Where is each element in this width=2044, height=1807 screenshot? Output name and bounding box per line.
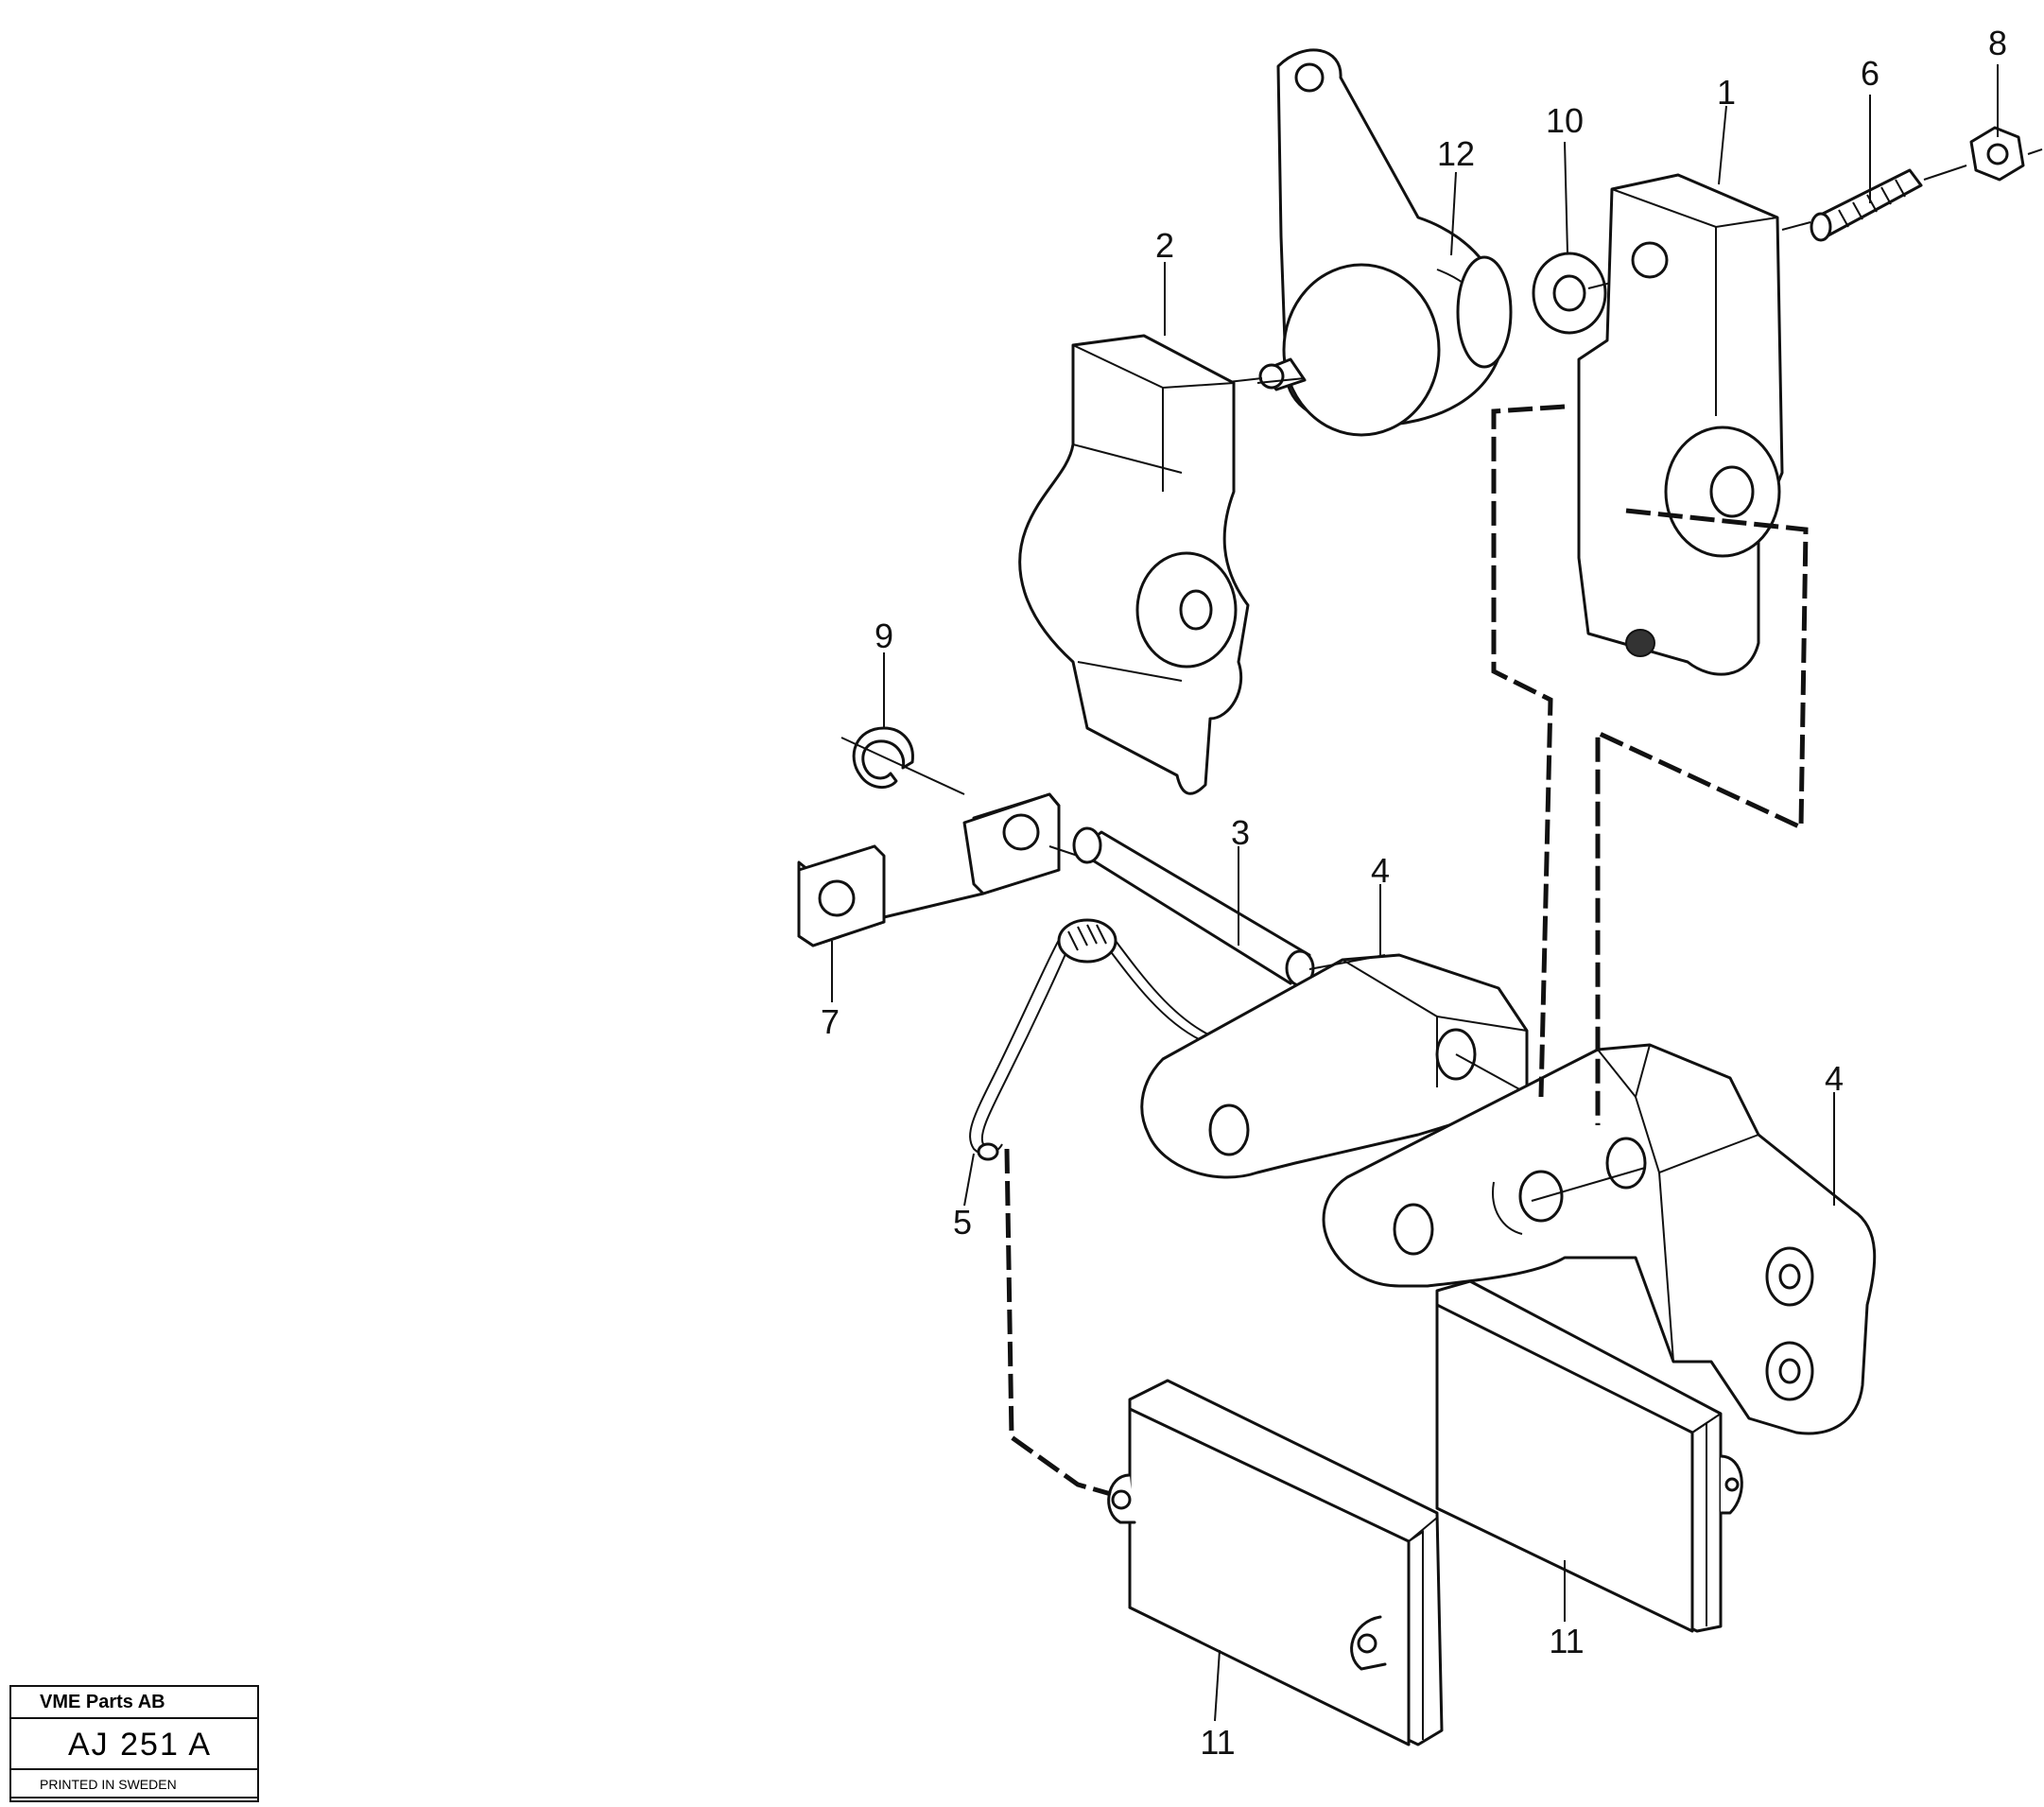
callout-8: 8 — [1988, 24, 2007, 62]
part-4-bracket-right — [1322, 1043, 1877, 1435]
part-11-pad-left — [1107, 1379, 1444, 1746]
title-block: VME Parts AB AJ 251 A PRINTED IN SWEDEN — [9, 1685, 259, 1802]
part-6-stud — [1810, 168, 1923, 242]
callout-9: 9 — [875, 617, 893, 655]
callout-12: 12 — [1437, 134, 1475, 173]
part-5-spring — [969, 918, 1211, 1161]
callout-1: 1 — [1717, 73, 1736, 112]
part-3-pin — [1072, 826, 1315, 987]
drawing-number: AJ 251 A — [11, 1719, 257, 1770]
part-2-block — [1018, 334, 1250, 795]
callout-5: 5 — [953, 1203, 972, 1242]
part-10-washer — [1532, 252, 1607, 335]
part-4-link-left — [1140, 953, 1529, 1179]
print-note: PRINTED IN SWEDEN — [11, 1770, 257, 1798]
part-1-block — [1577, 173, 1784, 676]
callout-4-right: 4 — [1825, 1059, 1844, 1098]
part-8-nut — [1969, 126, 2025, 182]
callout-4-left: 4 — [1371, 851, 1390, 890]
callout-11-right: 11 — [1549, 1622, 1584, 1660]
callout-6: 6 — [1861, 54, 1879, 93]
part-7-bracket — [797, 792, 1061, 947]
callout-10: 10 — [1546, 101, 1584, 140]
callout-7: 7 — [821, 1002, 840, 1041]
assembly-lines — [1004, 404, 1809, 1497]
callout-3: 3 — [1231, 813, 1250, 852]
company-name: VME Parts AB — [11, 1687, 257, 1719]
part-12-lever — [1176, 48, 1513, 437]
part-9-circlip — [852, 726, 914, 789]
callout-leaders — [831, 64, 1999, 1722]
part-11-pad-right — [1435, 1279, 1743, 1633]
callout-11-left: 11 — [1200, 1723, 1235, 1762]
callout-2: 2 — [1155, 226, 1174, 265]
